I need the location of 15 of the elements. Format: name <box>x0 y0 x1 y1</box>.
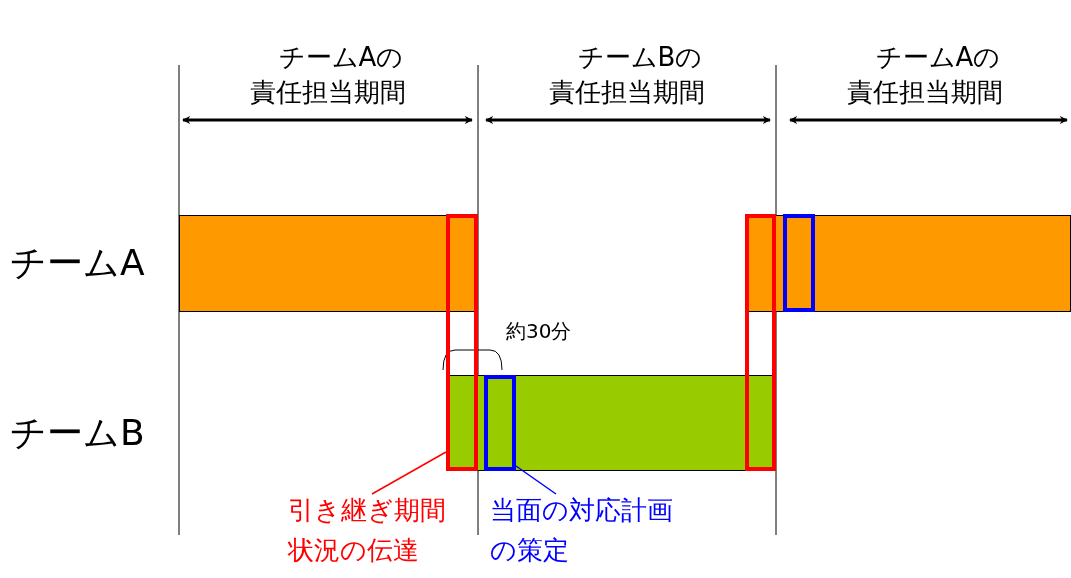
timeline-bar <box>747 215 1071 312</box>
handover-frame <box>446 214 478 471</box>
annotation-text: 引き継ぎ期間状況の伝達 <box>288 490 448 570</box>
row-label: チームB <box>10 411 146 455</box>
period-label: チームBの責任担当期間 <box>548 41 706 109</box>
row-label: チームA <box>10 241 146 285</box>
planning-frame <box>783 214 815 312</box>
duration-label: 約30分 <box>506 318 573 345</box>
handover-frame <box>745 214 776 471</box>
annotation-text: 当面の対応計画の策定 <box>490 490 680 570</box>
period-label: チームAの責任担当期間 <box>846 41 1004 109</box>
leader-line <box>515 465 557 495</box>
leader-line <box>371 451 447 495</box>
period-label: チームAの責任担当期間 <box>249 41 407 109</box>
planning-frame <box>484 375 516 471</box>
